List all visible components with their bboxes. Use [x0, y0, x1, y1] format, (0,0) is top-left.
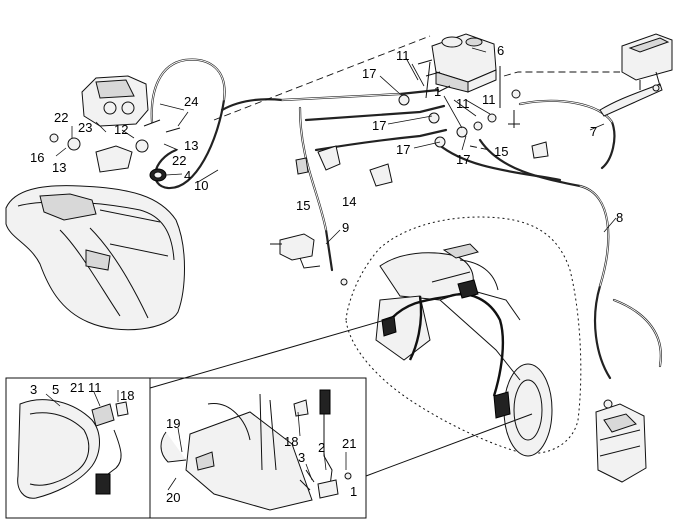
callout-1: 1 [350, 484, 357, 499]
abs-control-unit [417, 33, 501, 108]
motorcycle [375, 243, 553, 457]
callout-11: 11 [456, 96, 470, 111]
brake-line-middle [304, 104, 448, 152]
brake-line-7 [518, 99, 616, 170]
callout-10: 10 [194, 178, 208, 193]
callout-labels: 6 11 17 17 17 17 1 11 11 7 15 8 9 14 15 … [30, 43, 623, 505]
brake-line-front-upper [220, 88, 440, 112]
callout-18: 18 [284, 434, 298, 449]
front-master-cylinder [599, 33, 673, 117]
callout-17: 17 [372, 118, 386, 133]
callout-2: 2 [318, 440, 325, 455]
brake-line-10 [150, 58, 226, 190]
brake-line-rear [436, 142, 662, 368]
pointer-line-front [149, 317, 393, 389]
rear-brake-caliper [595, 399, 647, 483]
motorcycle-dotted-outline [345, 216, 582, 454]
callout-5: 5 [52, 382, 59, 397]
callout-1: 1 [434, 84, 441, 99]
callout-18: 18 [120, 388, 134, 403]
callout-15: 15 [494, 144, 508, 159]
callout-15: 15 [296, 198, 310, 213]
brake-line-8 [478, 138, 612, 380]
callout-16: 16 [30, 150, 44, 165]
callout-17: 17 [396, 142, 410, 157]
banjo-fittings [398, 89, 521, 148]
callout-14: 14 [342, 194, 356, 209]
pointer-line-rear [365, 413, 533, 477]
callout-21: 21 [70, 380, 84, 395]
callout-17: 17 [362, 66, 376, 81]
callout-22: 22 [172, 153, 186, 168]
dashed-line-master [503, 71, 620, 77]
callout-11: 11 [396, 48, 410, 63]
callout-19: 19 [166, 416, 180, 431]
callout-7: 7 [590, 124, 597, 139]
leader-lines [45, 47, 617, 491]
front-brake-caliper [81, 75, 149, 127]
callout-11: 11 [482, 92, 496, 107]
callout-13: 13 [184, 138, 198, 153]
callout-3: 3 [298, 450, 305, 465]
sensor-bracket-13 [49, 119, 181, 182]
callout-23: 23 [78, 120, 92, 135]
callout-6: 6 [497, 43, 504, 58]
callout-17: 17 [456, 152, 470, 167]
detail-box-front-sensor [5, 377, 151, 519]
callout-24: 24 [184, 94, 198, 109]
dashed-line-front [213, 35, 431, 121]
hose-clips [295, 110, 549, 187]
callout-12: 12 [114, 122, 128, 137]
callout-4: 4 [184, 168, 191, 183]
callout-21: 21 [342, 436, 356, 451]
callout-3: 3 [30, 382, 37, 397]
callout-8: 8 [616, 210, 623, 225]
rear-master-cylinder [270, 233, 348, 286]
detail-box-rear-sensor [149, 377, 367, 519]
brake-line-9 [298, 106, 334, 272]
callout-20: 20 [166, 490, 180, 505]
dashed-line-rear [469, 145, 491, 151]
fuel-tank [5, 185, 185, 331]
callout-9: 9 [342, 220, 349, 235]
callout-13: 13 [52, 160, 66, 175]
callout-22: 22 [54, 110, 68, 125]
callout-11: 11 [88, 380, 102, 395]
